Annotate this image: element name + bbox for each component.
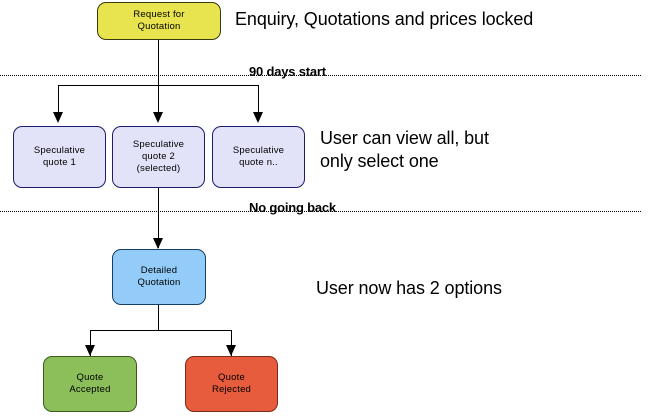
arrowhead-quote-rejected: [226, 345, 236, 356]
connector-detailed-stem: [158, 305, 159, 331]
node-request-for-quotation[interactable]: Request for Quotation: [97, 2, 221, 40]
connector-drop-quote-1: [58, 85, 59, 114]
node-speculative-quote-1[interactable]: Speculative quote 1: [13, 126, 106, 188]
connector-split-bar-bottom: [90, 330, 232, 331]
phase-label-90-days-start: 90 days start: [249, 64, 326, 79]
connector-drop-quote-2: [158, 85, 159, 114]
connector-drop-quote-n: [258, 85, 259, 114]
annotation-bottom: User now has 2 options: [316, 278, 502, 298]
phase-separator-line-1: [0, 75, 641, 76]
node-detailed-quotation[interactable]: Detailed Quotation: [112, 249, 206, 305]
arrowhead-detailed-quotation: [153, 238, 163, 249]
node-quote-accepted[interactable]: Quote Accepted: [43, 356, 137, 412]
node-speculative-quote-2-selected[interactable]: Speculative quote 2 (selected): [112, 126, 205, 188]
arrowhead-quote-accepted: [85, 345, 95, 356]
node-speculative-quote-n[interactable]: Speculative quote n..: [212, 126, 305, 188]
connector-drop-rejected: [231, 330, 232, 356]
arrowhead-quote-2: [153, 112, 163, 123]
annotation-middle: User can view all, but only select one: [320, 128, 489, 171]
phase-separator-line-2: [0, 211, 641, 212]
node-quote-rejected[interactable]: Quote Rejected: [185, 356, 278, 412]
annotation-top: Enquiry, Quotations and prices locked: [235, 9, 534, 29]
connector-rfq-stem: [158, 40, 159, 86]
phase-label-no-going-back: No going back: [249, 200, 336, 215]
arrowhead-quote-1: [53, 112, 63, 123]
arrowhead-quote-n: [253, 112, 263, 123]
connector-selected-quote-stem: [158, 188, 159, 248]
connector-drop-accepted: [90, 330, 91, 356]
